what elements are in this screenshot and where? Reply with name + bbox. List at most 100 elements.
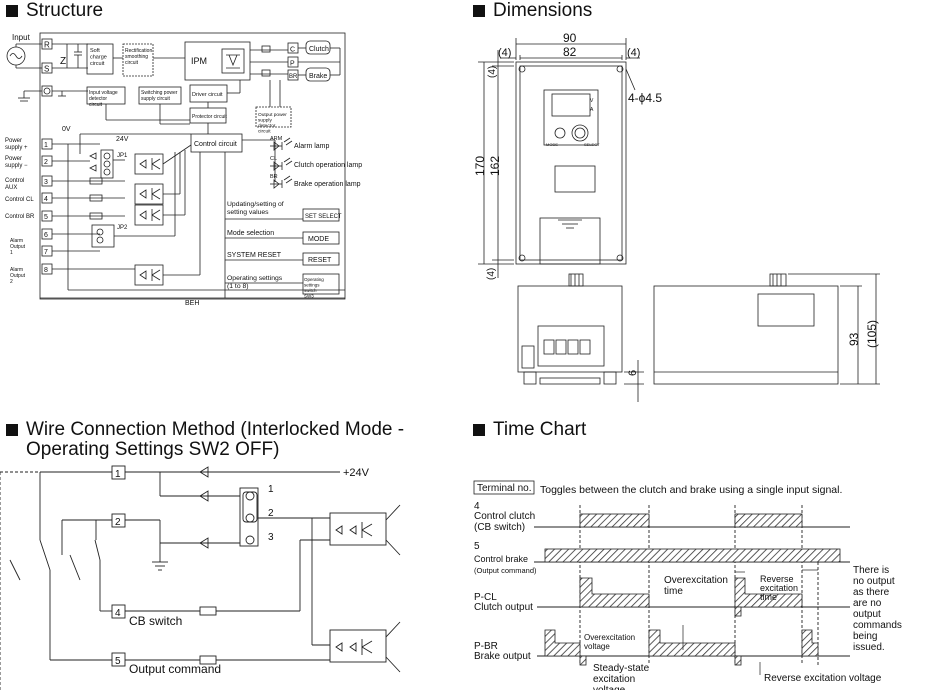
- output-command-label: Output command: [129, 662, 221, 676]
- terminal-r: R: [44, 41, 50, 50]
- control-cl-label: Control CL: [5, 197, 34, 203]
- control-circuit-box: [190, 133, 243, 153]
- control-circuit-label: Control circuit: [194, 141, 237, 148]
- terminal-br: BR: [289, 74, 298, 80]
- wire-terminal-1: 1: [115, 469, 121, 480]
- row-pbr-label: P-BR: [474, 641, 498, 652]
- terminal-p: P: [290, 61, 295, 68]
- dim-105: (105): [865, 320, 879, 348]
- wire-diagram: [0, 465, 401, 690]
- terminal-num: 6: [44, 232, 48, 239]
- dim-4-left-top: (4): [487, 66, 498, 78]
- jp1-label: JP1: [117, 153, 128, 159]
- mode-label: MODE: [308, 236, 329, 243]
- input-label: Input: [12, 33, 31, 42]
- clutch-output-pulse: [579, 577, 650, 608]
- time-chart-description: Toggles between the clutch and brake usi…: [540, 484, 842, 496]
- section-title-wire: Wire Connection Method (Interlocked Mode…: [6, 420, 426, 460]
- panel-a: A: [590, 107, 594, 113]
- front-panel: [543, 89, 599, 146]
- zero-volt-label: 0V: [62, 126, 71, 133]
- section-title-structure: Structure: [6, 1, 103, 21]
- cb-switch-label: CB switch: [129, 614, 182, 628]
- section-title-time-chart: Time Chart: [473, 420, 586, 440]
- reverse-excitation-pulse: [579, 655, 587, 666]
- terminal-s: S: [44, 65, 49, 74]
- dim-4-top-left: (4): [498, 47, 511, 59]
- row-brake-sublabel: (Output command): [474, 566, 537, 575]
- wire-jp-3: 3: [268, 532, 274, 543]
- wire-labels: 1 2 4 5 1 2 3 +24V CB switch Output comm…: [115, 467, 370, 676]
- row-pcl-label: P-CL: [474, 592, 497, 603]
- clutch-signal-on: [579, 513, 650, 528]
- structure-frame: [39, 32, 346, 300]
- steady-state-label: Steady-stateexcitationvoltage: [593, 663, 650, 690]
- reverse-excitation-pulse: [734, 655, 742, 666]
- brake-signal-on: [544, 548, 841, 563]
- dim-170: 170: [473, 156, 487, 176]
- clutch-lamp-label: Clutch operation lamp: [294, 162, 362, 169]
- side-view: [653, 285, 839, 385]
- wire-terminal-2: 2: [115, 517, 121, 528]
- terminal-no-label: Terminal no.: [477, 483, 531, 494]
- mode-selection-label: Mode selection: [227, 230, 274, 237]
- dim-4-left-bottom: (4): [486, 268, 497, 280]
- row-brake-num: 5: [474, 541, 480, 552]
- terminal-num: 3: [44, 179, 48, 186]
- clutch-label: Clutch: [309, 46, 329, 53]
- beh-label: BEH: [185, 300, 199, 307]
- operating-settings-label: Operating settings(1 to 8): [227, 275, 283, 290]
- alarm-lamp-label: Alarm lamp: [294, 143, 330, 150]
- driver-circuit-label: Driver circuit: [192, 92, 223, 98]
- structure-diagram: [6, 32, 346, 300]
- brake-label: Brake: [309, 73, 327, 80]
- dim-90: 90: [563, 31, 577, 45]
- terminal-num: 1: [44, 142, 48, 149]
- dim-hole: 4-ϕ4.5: [628, 91, 662, 105]
- row-pbr-sublabel: Brake output: [474, 651, 531, 662]
- time-chart: Terminal no. Toggles between the clutch …: [473, 480, 902, 690]
- front-view: [515, 61, 627, 265]
- section-title-dimensions: Dimensions: [473, 1, 592, 21]
- wire-24v-label: +24V: [343, 467, 370, 479]
- row-brake-label: Control brake: [474, 554, 528, 564]
- reverse-excitation-pulse: [734, 606, 742, 617]
- reset-label: RESET: [308, 257, 332, 264]
- wire-terminal-5: 5: [115, 656, 121, 667]
- panel-mode: MODE: [546, 142, 558, 147]
- brake-output-pulse: [544, 629, 581, 657]
- reverse-voltage-label: Reverse excitation voltage: [764, 673, 882, 684]
- twentyfour-volt-label: 24V: [116, 136, 129, 143]
- cl-label: CL: [270, 156, 277, 162]
- z-label: Z: [60, 56, 66, 67]
- dimensions-drawing: [478, 38, 880, 402]
- terminal-num: 2: [44, 159, 48, 166]
- control-br-label: Control BR: [5, 214, 35, 220]
- clutch-signal-on: [734, 513, 803, 528]
- jp2-label: JP2: [117, 225, 128, 231]
- brake-output-pulse: [801, 629, 819, 657]
- dim-4-top-right: (4): [627, 47, 640, 59]
- dim-6: 6: [627, 370, 639, 376]
- terminal-num: 8: [44, 267, 48, 274]
- dim-162: 162: [488, 156, 502, 176]
- terminal-num: 4: [44, 196, 48, 203]
- row-clutch-sublabel: (CB switch): [474, 522, 525, 533]
- dim-93: 93: [847, 332, 861, 346]
- dim-82: 82: [563, 45, 577, 59]
- row-clutch-label: Control clutch: [474, 511, 535, 522]
- arm-label: ARM: [270, 136, 283, 142]
